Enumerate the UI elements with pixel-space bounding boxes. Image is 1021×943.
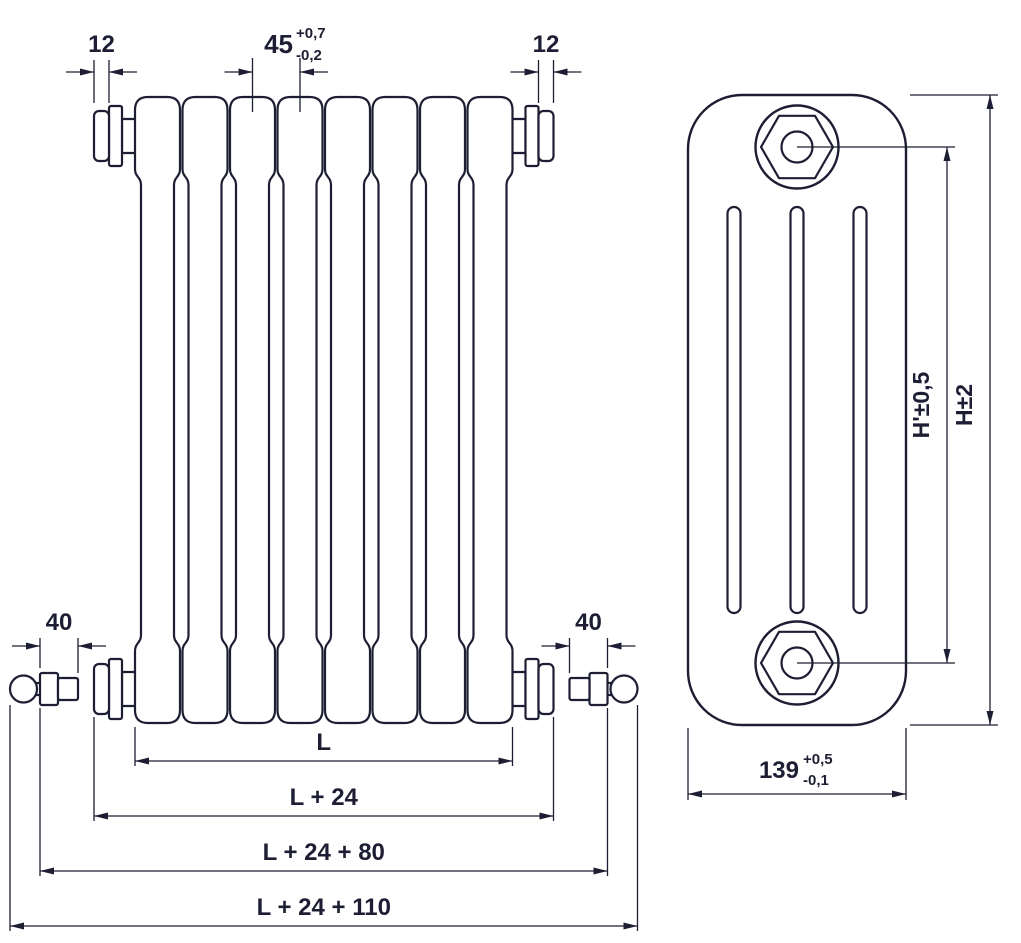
top-left-plug <box>92 104 138 168</box>
dim-pitch: 45 +0,7 -0,2 <box>224 25 328 112</box>
radiator-section <box>466 95 514 725</box>
plug-flange <box>107 104 124 168</box>
dim-depth: 139 +0,5 -0,1 <box>687 728 907 800</box>
plug-flange <box>524 104 540 168</box>
valve-body <box>38 671 60 707</box>
dim-valve-left-label: 40 <box>46 609 73 636</box>
column-slot <box>852 205 868 615</box>
dim-length-valves: L + 24 + 80 <box>39 708 609 876</box>
dim-plug-left-label: 12 <box>88 31 115 58</box>
plug-flange <box>524 657 540 721</box>
dim-depth-tol-minus: -0,1 <box>803 772 829 789</box>
dim-plug-left: 12 <box>66 31 137 103</box>
dim-length: L <box>134 727 514 766</box>
plug-cap <box>92 662 111 716</box>
dim-length-total-label: L + 24 + 110 <box>257 894 391 921</box>
dim-length-plugs: L + 24 <box>93 717 555 821</box>
radiator-section <box>228 95 277 725</box>
radiator-section <box>371 95 419 725</box>
radiator-body <box>133 95 514 725</box>
dim-pitch-tol-plus: +0,7 <box>296 25 326 42</box>
dim-height-total: H±2 <box>910 94 998 726</box>
dim-valve-right-label: 40 <box>575 609 602 636</box>
dim-height-total-label: H±2 <box>951 384 977 426</box>
dim-height-centers: H'±0,5 <box>797 146 955 664</box>
bottom-left-plug <box>92 657 138 721</box>
dim-valve-left: 40 <box>12 609 106 673</box>
column-slot <box>789 205 805 615</box>
valve-body <box>588 671 609 707</box>
column-slot <box>726 205 742 615</box>
plug-flange <box>107 657 124 721</box>
radiator-section <box>181 95 229 725</box>
valve-ball <box>8 674 39 704</box>
bottom-right-valve <box>568 671 639 707</box>
dim-length-label: L <box>316 729 331 756</box>
dim-valve-right: 40 <box>541 609 636 673</box>
bottom-right-plug <box>510 657 555 721</box>
plug-neck <box>120 117 138 155</box>
dim-height-centers-label: H'±0,5 <box>908 371 934 438</box>
dim-pitch-tol-minus: -0,2 <box>296 47 322 64</box>
dim-plug-right: 12 <box>510 31 582 103</box>
plug-cap <box>537 662 555 716</box>
plug-neck <box>120 670 138 708</box>
radiator-section <box>276 95 324 725</box>
dim-length-total: L + 24 + 110 <box>9 705 639 931</box>
dim-depth-tol-plus: +0,5 <box>803 751 833 768</box>
radiator-section <box>133 95 182 725</box>
dim-length-valves-label: L + 24 + 80 <box>263 839 385 866</box>
dim-plug-right-label: 12 <box>533 31 560 58</box>
valve-nipple <box>568 676 591 702</box>
dim-depth-label: 139 <box>759 757 799 784</box>
valve-nipple <box>56 676 80 702</box>
plug-cap <box>92 109 111 163</box>
dim-length-plugs-label: L + 24 <box>290 784 359 811</box>
front-view: 12 12 45 +0,7 -0,2 40 <box>8 25 639 931</box>
side-view: H'±0,5 H±2 139 +0,5 -0,1 <box>686 93 998 800</box>
plug-cap <box>537 109 555 163</box>
valve-ball <box>609 674 639 704</box>
radiator-section <box>418 95 467 725</box>
top-right-plug <box>510 104 555 168</box>
radiator-section <box>323 95 372 725</box>
dim-pitch-label: 45 <box>264 29 293 59</box>
bottom-left-valve <box>8 671 80 707</box>
